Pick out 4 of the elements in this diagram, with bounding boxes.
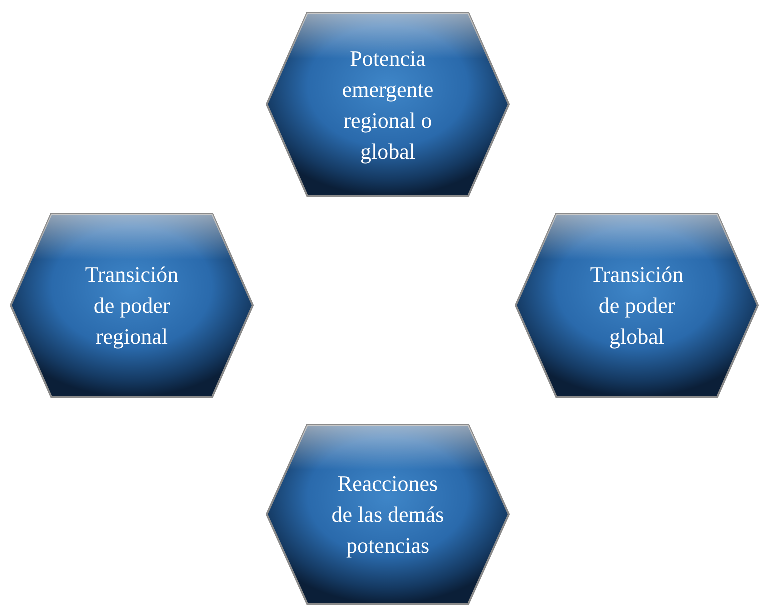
hexagon-label: Potencia emergente regional o global bbox=[341, 44, 435, 166]
hexagon-label: Transición de poder global bbox=[589, 261, 685, 351]
hexagon-label: Reacciones de las demás potencias bbox=[330, 470, 446, 560]
hexagon-label: Transición de poder regional bbox=[84, 261, 180, 351]
